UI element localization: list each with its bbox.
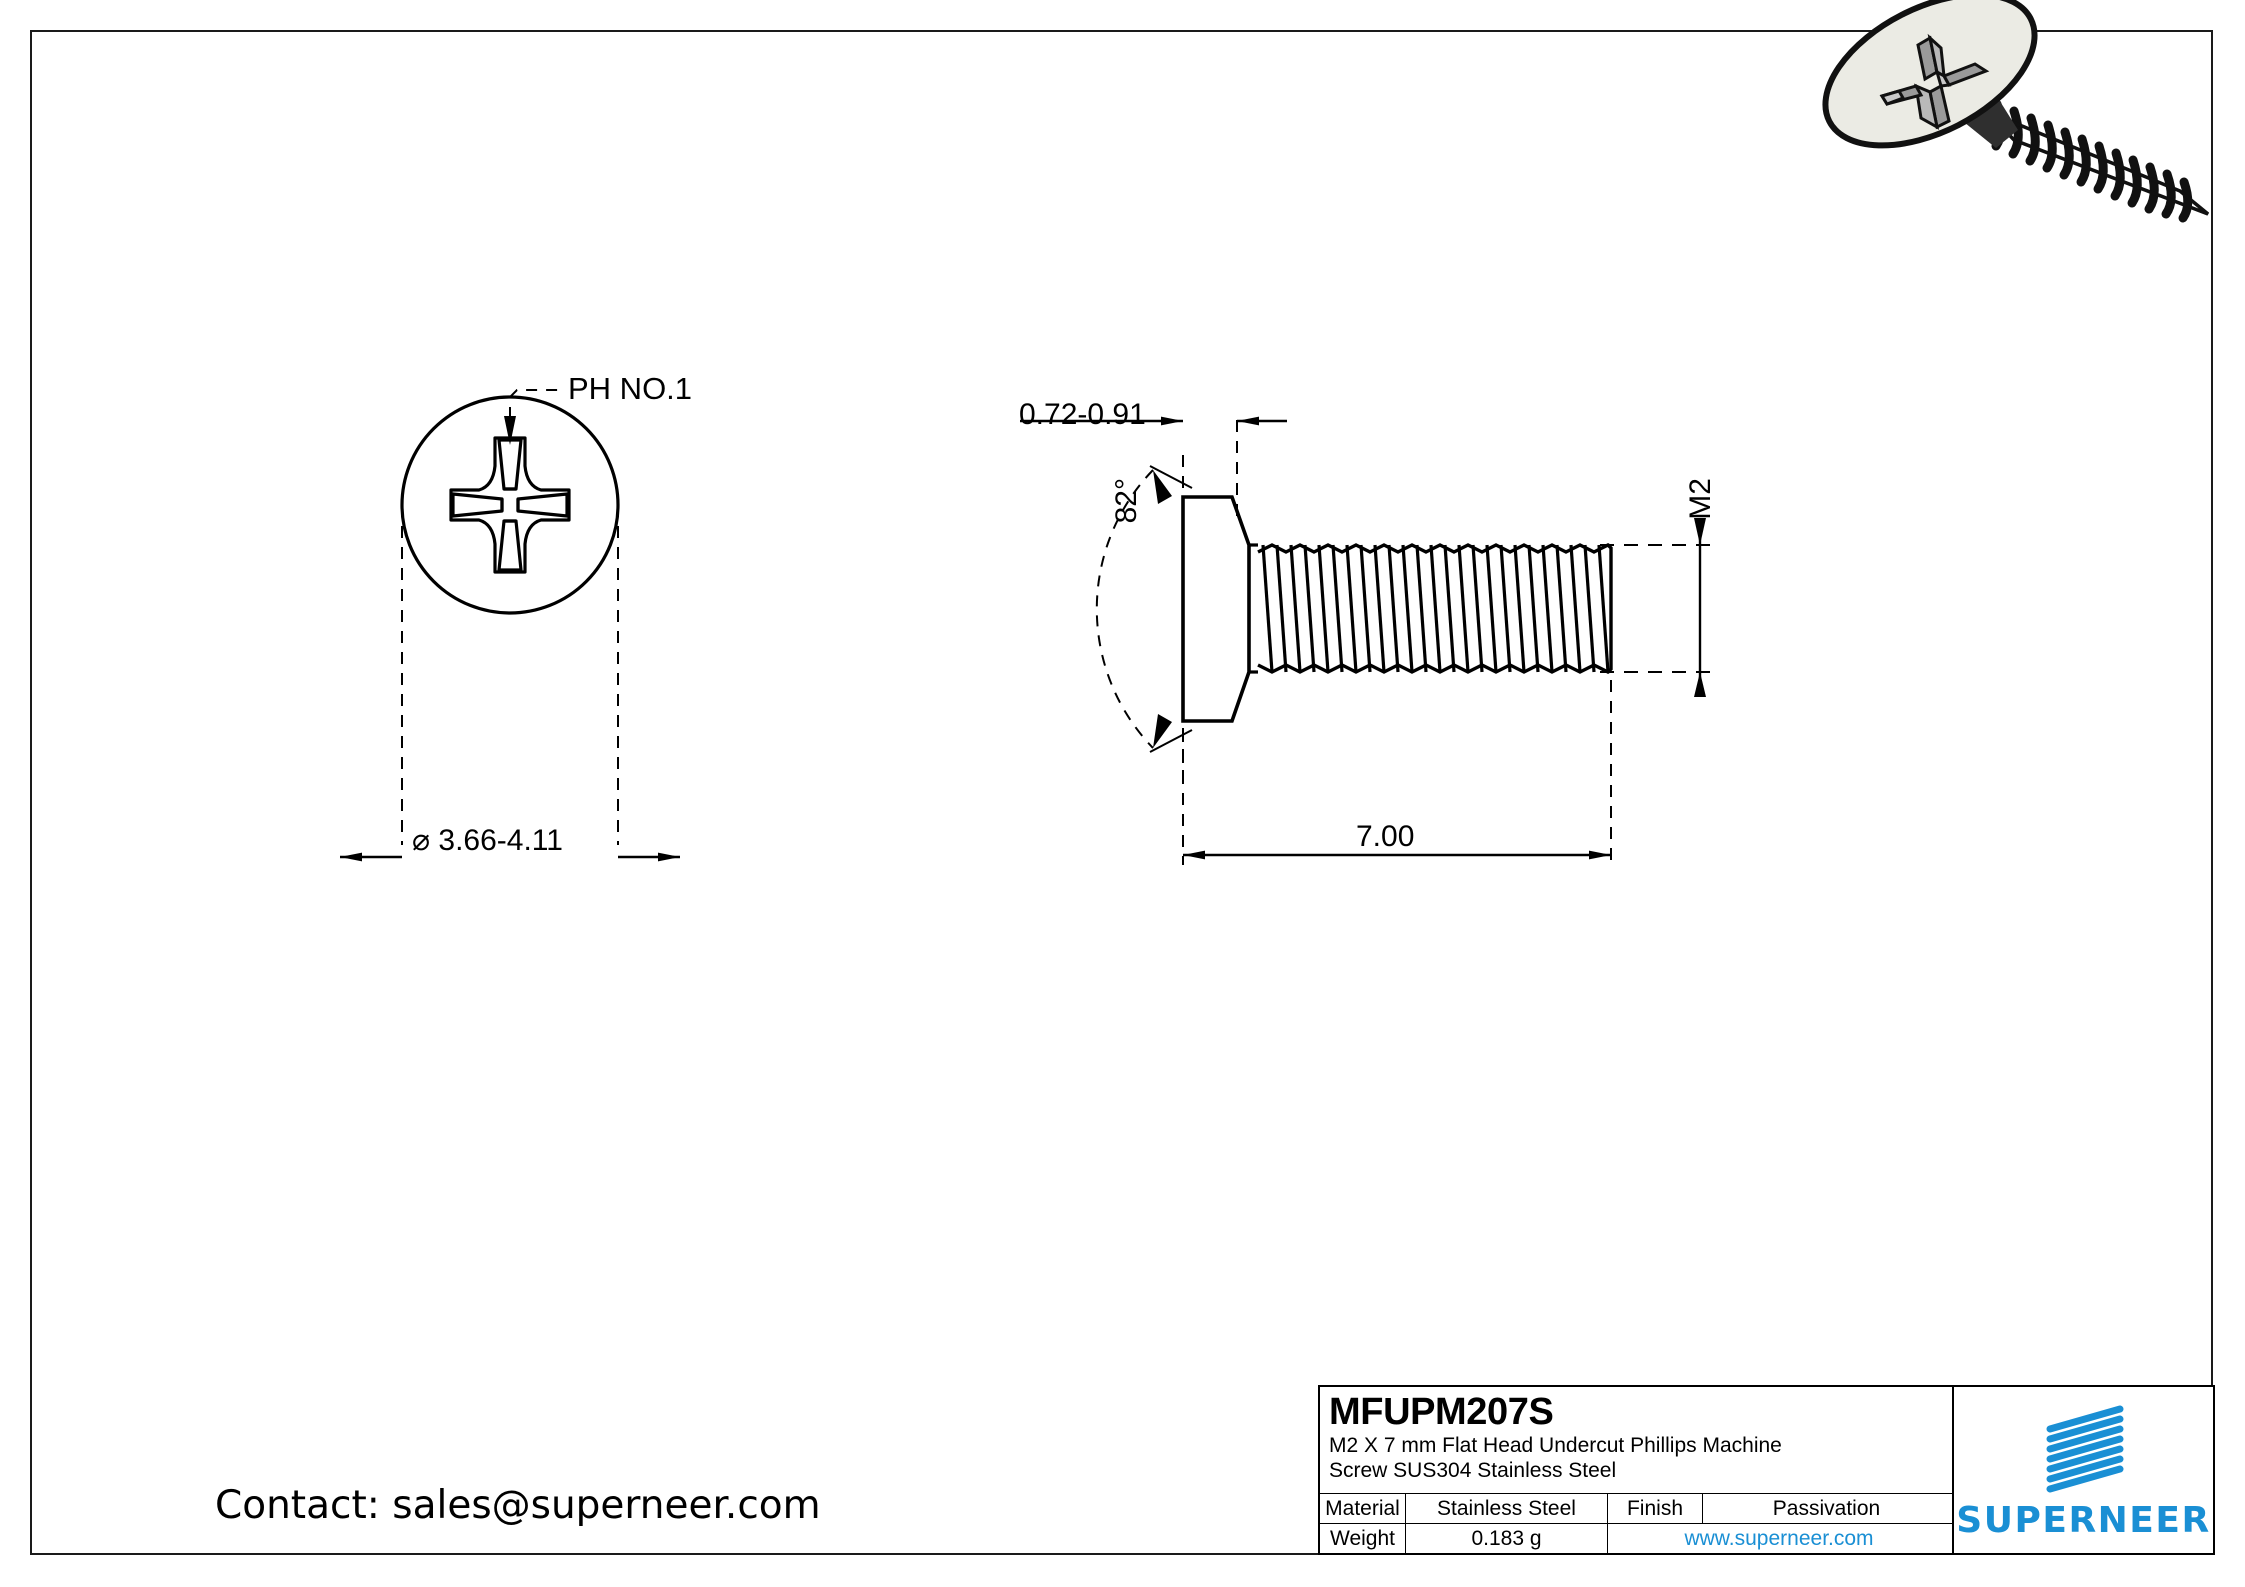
title-block-description-cell: MFUPM207S M2 X 7 mm Flat Head Undercut P… (1320, 1387, 1952, 1494)
website-link[interactable]: www.superneer.com (1684, 1526, 1874, 1550)
part-description-line-2: Screw SUS304 Stainless Steel (1329, 1459, 1617, 1482)
title-block-row-material: Material Stainless Steel Finish Passivat… (1320, 1494, 1952, 1524)
brand-logo: SUPERNEER (1954, 1387, 2213, 1553)
screw-length-dimension-text: 7.00 (1356, 820, 1415, 853)
weight-label: Weight (1320, 1524, 1406, 1553)
head-angle-dimension-text: 82° (1110, 478, 1143, 524)
weight-value: 0.183 g (1406, 1524, 1608, 1553)
part-number: MFUPM207S (1329, 1391, 1554, 1433)
contact-email-text: Contact: sales@superneer.com (215, 1483, 821, 1528)
part-description-line-1: M2 X 7 mm Flat Head Undercut Phillips Ma… (1329, 1434, 1782, 1457)
title-block: MFUPM207S M2 X 7 mm Flat Head Undercut P… (1318, 1385, 2215, 1555)
title-block-row-weight: Weight 0.183 g www.superneer.com (1320, 1524, 1952, 1553)
finish-value: Passivation (1772, 1496, 1881, 1520)
thread-size-dimension-text: M2 (1684, 478, 1717, 520)
head-thickness-dimension-text: 0.72-0.91 (1019, 398, 1146, 431)
material-label: Material (1320, 1494, 1406, 1523)
title-block-info: MFUPM207S M2 X 7 mm Flat Head Undercut P… (1320, 1387, 1954, 1553)
ph-callout-label: PH NO.1 (568, 371, 693, 406)
finish-label: Finish (1608, 1494, 1703, 1523)
head-diameter-dimension-text: ⌀ 3.66-4.11 (412, 824, 563, 857)
material-value: Stainless Steel (1406, 1494, 1608, 1523)
superneer-logo-mark (2046, 1405, 2123, 1493)
brand-name: SUPERNEER (1956, 1500, 2211, 1541)
drawing-frame-border (30, 30, 2213, 1555)
